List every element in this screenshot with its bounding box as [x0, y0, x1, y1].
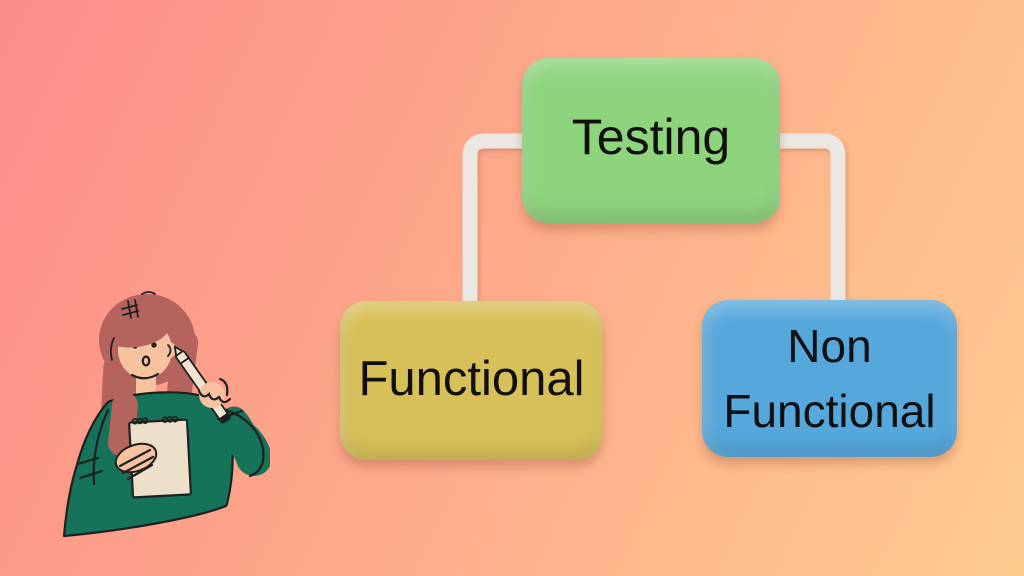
node-functional: Functional — [340, 301, 603, 460]
knuckle-lines — [197, 389, 232, 404]
ear — [164, 342, 176, 358]
left-hand — [114, 442, 158, 481]
arm-seam — [92, 408, 110, 486]
index-finger — [218, 377, 229, 397]
woman-thinking-illustration — [62, 291, 270, 538]
chin-line — [130, 372, 160, 380]
surprised-mouth — [141, 355, 151, 367]
finger-lines — [118, 448, 155, 481]
right-eye — [151, 342, 157, 348]
node-non-functional-line2: Functional — [723, 384, 936, 437]
edge-testing-nonfunctional — [778, 133, 846, 305]
spiral-binding — [131, 415, 179, 425]
sleeve-folds — [76, 456, 104, 480]
right-hand — [197, 377, 232, 408]
node-non-functional-line1: Non — [787, 320, 872, 373]
node-testing: Testing — [522, 58, 780, 223]
node-non-functional-label: Non Functional — [723, 314, 935, 443]
confusion-mark — [121, 299, 139, 319]
node-functional-label: Functional — [358, 351, 585, 406]
edge-testing-functional — [462, 133, 523, 305]
raised-arm — [188, 404, 270, 478]
node-non-functional: Non Functional — [702, 300, 957, 457]
pencil-end — [219, 413, 231, 424]
node-testing-label: Testing — [571, 108, 731, 165]
